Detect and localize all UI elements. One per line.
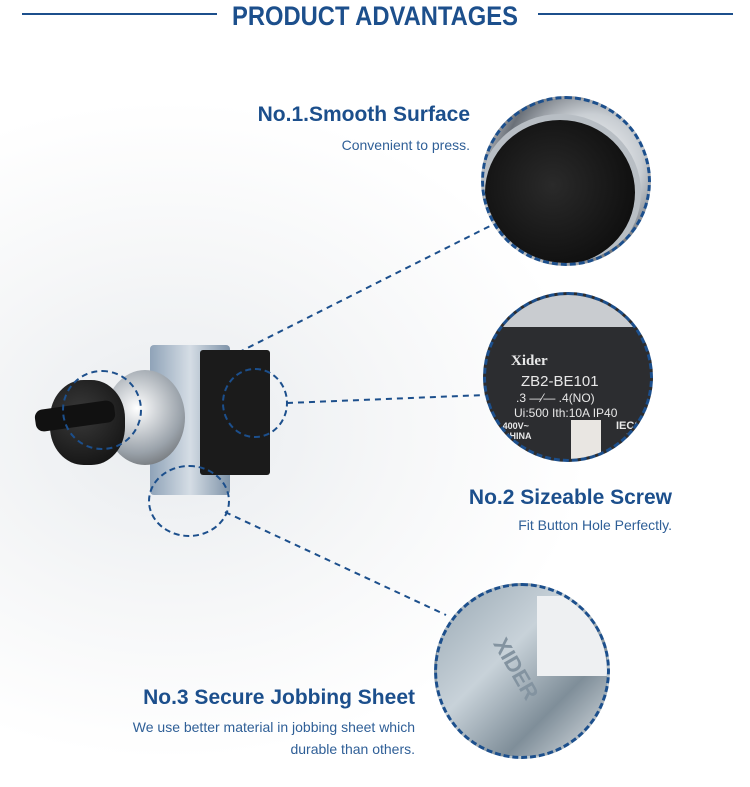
detail-circle-smooth-surface: [481, 96, 651, 266]
feature-1-description: Convenient to press.: [341, 137, 470, 153]
detail-circle-jobbing-sheet: XIDER: [434, 583, 610, 759]
voltage-label: A 400V~: [494, 421, 529, 431]
highlight-circle-screw: [222, 368, 288, 438]
feature-2-heading: No.2 Sizeable Screw: [468, 486, 672, 509]
origin-label: N CHINA: [494, 431, 532, 441]
feature-3-description: We use better material in jobbing sheet …: [133, 716, 415, 760]
standard-label-2: EN: [626, 432, 642, 444]
contacts-label: .3 —⁄— .4(NO): [516, 391, 595, 405]
feature-2-description: Fit Button Hole Perfectly.: [518, 517, 672, 533]
feature-3-description-line-1: We use better material in jobbing sheet …: [132, 719, 415, 735]
header-divider-left: [22, 13, 217, 15]
feature-1-heading: No.1.Smooth Surface: [257, 103, 470, 126]
feature-3-heading: No.3 Secure Jobbing Sheet: [143, 686, 415, 709]
rating-label: Ui:500 Ith:10A IP40: [514, 406, 618, 420]
header-divider-right: [538, 13, 733, 15]
page-title: PRODUCT ADVANTAGES: [231, 1, 518, 31]
standard-label-1: IEC60: [616, 420, 647, 432]
emboss-text: XIDER: [488, 633, 544, 705]
brand-label: Xider: [511, 353, 548, 369]
highlight-circle-knob: [62, 370, 142, 450]
highlight-circle-sheet: [148, 465, 230, 537]
detail-circle-contact-block: Xider ZB2-BE101 .3 —⁄— .4(NO) Ui:500 Ith…: [483, 292, 653, 462]
model-label: ZB2-BE101: [521, 373, 599, 390]
feature-3-description-line-2: durable than others.: [290, 741, 415, 757]
